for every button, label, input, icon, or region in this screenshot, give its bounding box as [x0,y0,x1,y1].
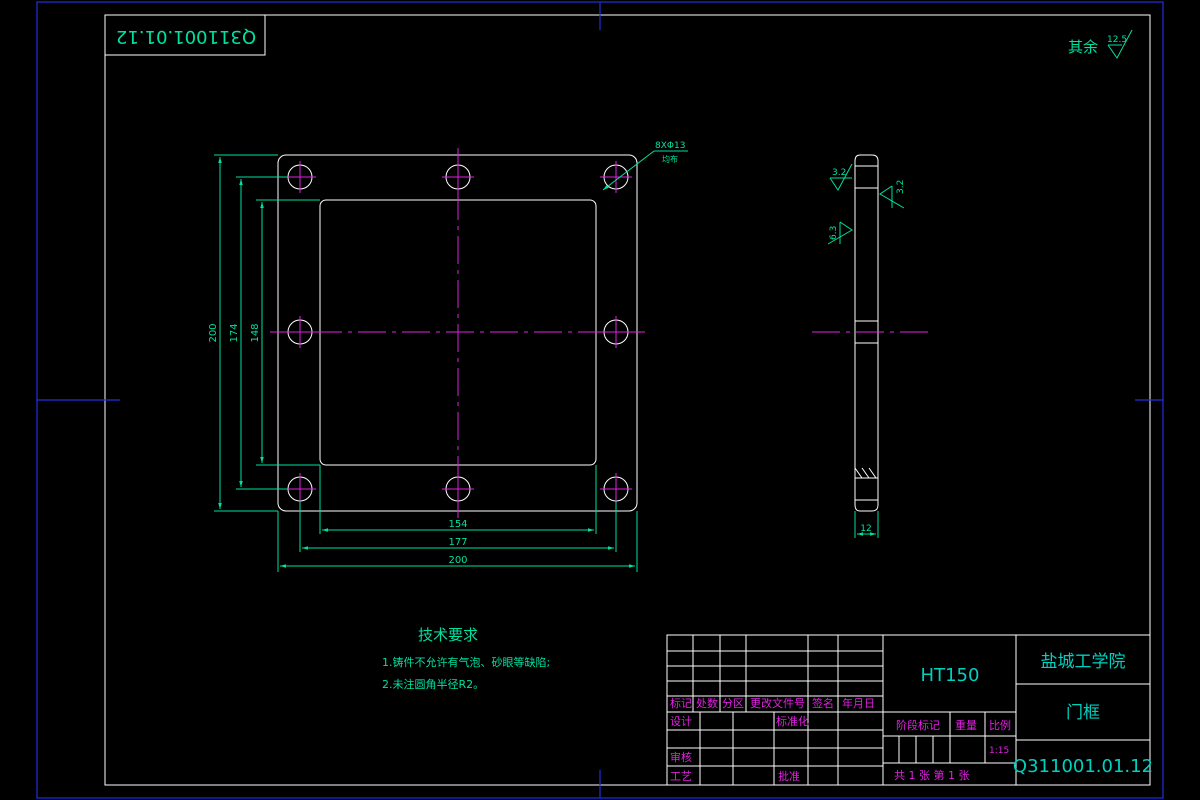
tb-label-design: 设计 [670,715,692,728]
tb-label-process: 工艺 [670,770,692,783]
roughness-right: 3.2 [879,180,906,209]
dim-height-hole-pitch: 174 [229,176,288,490]
tech-requirements: 技术要求 1.铸件不允许有气泡、砂眼等缺陷; 2.未注圆角半径R2。 [382,626,550,691]
roughness-left: 6.3 [827,221,853,245]
dim-height-inner: 148 [250,199,320,466]
surface-finish-note: 其余 12.5 [1068,29,1133,59]
tb-label-stage: 阶段标记 [896,718,940,732]
side-profile [854,154,879,512]
surface-finish-label: 其余 [1068,38,1098,56]
tb-scale-value: 1:15 [989,746,1009,756]
roughness-top: 3.2 [829,163,853,191]
title-block: 标记 处数 分区 更改文件号 签名 年月日 设计 标准化 审核 工艺 批准 阶段… [666,634,1153,786]
tb-header: 更改文件号 [750,696,805,710]
roughness-left-label: 6.3 [829,226,839,240]
hole-crosshairs [284,161,632,505]
tb-label-scale: 比例 [989,718,1011,732]
dim-width-inner-label: 154 [448,519,467,530]
tb-header: 标记 [670,696,692,710]
tb-drawing-number: Q311001.01.12 [1013,756,1153,777]
dim-width-hole-pitch-label: 177 [448,537,467,548]
tb-header: 签名 [812,696,834,710]
tb-label-approve: 批准 [778,769,800,783]
hole-callout-spec: 8XΦ13 [655,141,685,151]
dim-height-hole-pitch-label: 174 [229,323,240,342]
tech-requirements-title: 技术要求 [418,626,478,644]
dim-thickness: 12 [854,511,879,538]
tech-requirement-item: 1.铸件不允许有气泡、砂眼等缺陷; [382,655,550,669]
dim-height-outer: 200 [208,154,278,512]
surface-finish-value: 12.5 [1107,35,1127,45]
roughness-top-label: 3.2 [832,168,846,178]
tb-label-standard: 标准化 [776,714,809,728]
side-view: 3.2 3.2 6.3 12 [812,154,933,538]
inverted-drawing-number-box: Q311001.01.12 [104,14,266,56]
hole-callout-note: 均布 [662,154,678,164]
outer-sheet-border [36,1,1164,799]
tb-header: 分区 [722,697,744,710]
dim-width-inner: 154 [319,465,597,534]
tb-organization: 盐城工学院 [1041,652,1126,672]
dim-thickness-label: 12 [860,524,871,534]
roughness-right-label: 3.2 [896,180,906,194]
tb-header: 年月日 [842,696,875,710]
tech-requirement-item: 2.未注圆角半径R2。 [382,677,484,691]
dim-width-hole-pitch: 177 [299,501,617,552]
dim-height-inner-label: 148 [250,323,261,342]
dim-width-outer: 200 [277,511,638,572]
tb-label-review: 审核 [670,750,692,764]
tb-header: 处数 [696,697,718,710]
tb-material: HT150 [921,665,980,686]
dim-height-outer-label: 200 [208,323,219,342]
dim-width-outer-label: 200 [448,555,467,566]
front-view: 8XΦ13 均布 154 177 200 200 [208,141,688,572]
tb-label-weight: 重量 [955,718,977,732]
tb-part-name: 门框 [1066,703,1100,723]
inverted-drawing-number: Q311001.01.12 [116,26,256,47]
tb-sheets: 共 1 张 第 1 张 [894,768,969,782]
